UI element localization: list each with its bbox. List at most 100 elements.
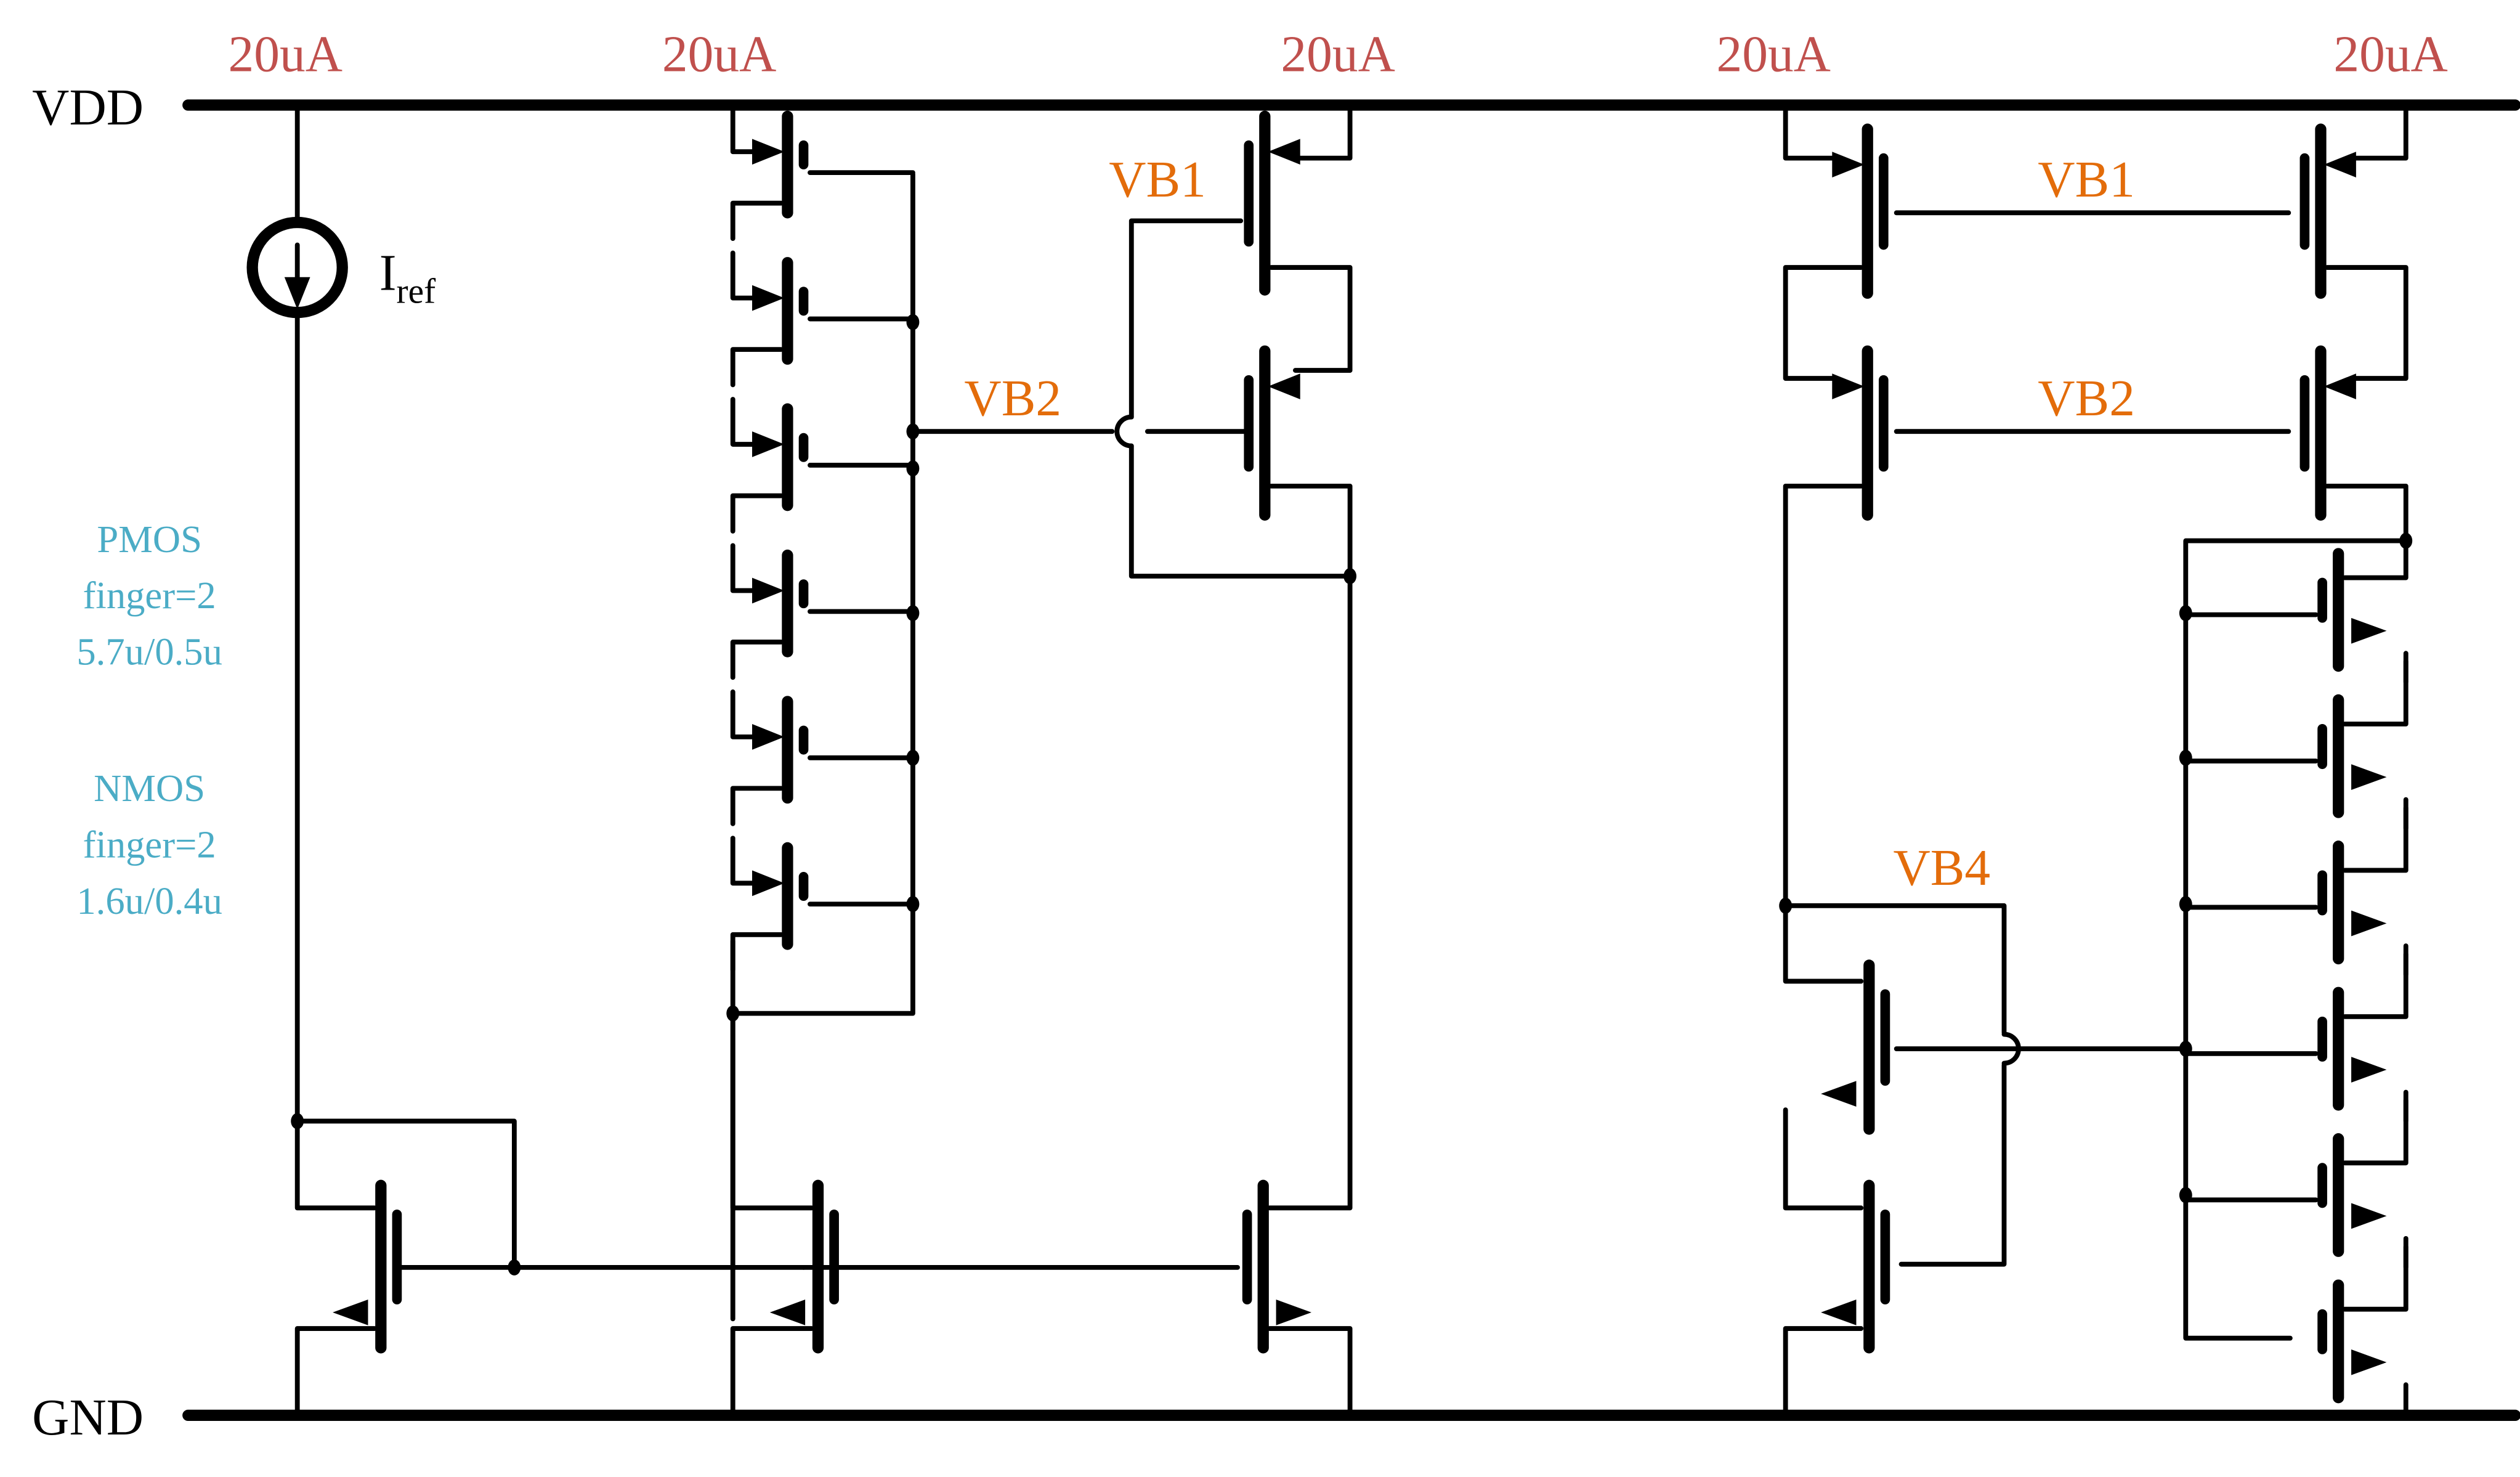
wire: [1783, 483, 1864, 908]
wire: [1128, 443, 1353, 579]
source-arrow-icon: [1832, 152, 1865, 177]
nmos-transistor: [1821, 959, 1890, 1135]
junction-dot: [906, 314, 920, 330]
wire: [294, 1118, 517, 1270]
wire: [730, 1326, 814, 1418]
device-notes: PMOS finger=2 5.7u/0.5u NMOS finger=2 1.…: [76, 518, 222, 922]
wire: [730, 347, 784, 388]
source-arrow-icon: [2351, 764, 2387, 790]
vb1-label-right: VB1: [2038, 152, 2135, 208]
wire: [294, 1118, 377, 1211]
wire: [2183, 538, 2409, 1341]
nmos-transistor: [1242, 1179, 1311, 1354]
source-arrow-icon: [769, 1300, 806, 1325]
wiring: [294, 102, 2409, 1418]
junction-dot: [2179, 604, 2192, 622]
wire: [1128, 218, 1244, 420]
branch-current-label: 20uA: [228, 26, 342, 83]
pmos-note-type: PMOS: [97, 518, 202, 561]
wire: [730, 397, 758, 447]
gnd-label: GND: [32, 1390, 144, 1446]
wire: [730, 640, 784, 680]
source-arrow-icon: [1268, 373, 1300, 399]
nmos-note-finger: finger=2: [83, 823, 216, 866]
nmos-note-type: NMOS: [94, 767, 205, 810]
nmos-note-size: 1.6u/0.4u: [76, 879, 222, 922]
wire: [730, 689, 758, 739]
pmos-note-finger: finger=2: [83, 574, 216, 617]
wire: [1783, 102, 1835, 161]
iref-label: Iref: [379, 245, 436, 311]
source-arrow-icon: [2351, 617, 2387, 644]
junction-dot: [726, 1005, 740, 1022]
junction-dot: [906, 749, 920, 766]
junction-dot: [2179, 1187, 2192, 1203]
wire: [1783, 1107, 1864, 1211]
pmos-transistor: [752, 842, 809, 950]
junction-dots: [291, 314, 2413, 1276]
wire: [2342, 805, 2409, 873]
nmos-transistor: [2317, 1279, 2387, 1404]
pmos-transistor: [1832, 123, 1889, 299]
nmos-transistor: [2317, 1133, 2387, 1257]
pmos-note-size: 5.7u/0.5u: [76, 630, 222, 673]
source-arrow-icon: [2351, 910, 2387, 937]
nmos-transistor: [333, 1179, 402, 1354]
branch-current-label: 20uA: [1281, 26, 1395, 83]
wire: [730, 250, 758, 301]
wire: [1268, 265, 1353, 373]
vb4-label: VB4: [1893, 840, 1990, 897]
wire: [1783, 265, 1864, 381]
wire: [2342, 1244, 2409, 1312]
junction-dot: [1779, 897, 1793, 914]
pmos-transistor: [752, 110, 809, 219]
nmos-transistor: [1821, 1179, 1890, 1354]
wire: [2342, 951, 2409, 1019]
wire: [2350, 102, 2409, 161]
source-arrow-icon: [2324, 373, 2356, 399]
vdd-label: VDD: [32, 79, 144, 136]
source-arrow-icon: [752, 577, 785, 604]
wire: [2342, 659, 2409, 726]
reference-current-source: Iref: [246, 102, 436, 1124]
junction-dot: [291, 1113, 304, 1129]
source-arrow-icon: [2324, 152, 2356, 177]
junction-dot: [1343, 568, 1357, 585]
source-arrow-icon: [752, 139, 785, 165]
junction-dot: [508, 1259, 521, 1276]
branch-current-label: 20uA: [2333, 26, 2447, 83]
wire: [730, 786, 784, 826]
wire: [730, 102, 758, 155]
wire: [2342, 1097, 2409, 1166]
vb2-label-left: VB2: [964, 370, 1061, 427]
wire: [730, 1011, 814, 1211]
pmos-transistor: [752, 257, 809, 365]
source-arrow-icon: [1276, 1300, 1311, 1325]
wire: [730, 932, 784, 973]
source-arrow-icon: [752, 724, 785, 750]
wire: [2324, 265, 2409, 381]
pmos-transistor: [752, 549, 809, 657]
junction-dot: [2179, 749, 2192, 766]
source-arrow-icon: [333, 1300, 368, 1325]
source-arrow-icon: [1821, 1081, 1857, 1107]
source-arrow-icon: [1832, 373, 1865, 399]
source-arrow-icon: [2351, 1203, 2387, 1229]
wire: [730, 493, 784, 534]
wire-crossover: [1114, 414, 1134, 449]
junction-dot: [906, 604, 920, 622]
junction-dot: [906, 896, 920, 913]
wire: [730, 543, 758, 593]
junction-dot: [2399, 532, 2413, 549]
wire: [294, 1326, 377, 1418]
pmos-transistor: [1832, 345, 1889, 521]
pmos-transistor: [2299, 345, 2356, 521]
wire: [1268, 483, 1353, 579]
pmos-transistor: [1244, 110, 1300, 296]
nmos-transistor: [2317, 548, 2387, 672]
nmos-transistor: [2317, 840, 2387, 965]
wire: [1783, 1326, 1864, 1418]
wire: [1292, 102, 1353, 161]
wire: [730, 836, 758, 886]
